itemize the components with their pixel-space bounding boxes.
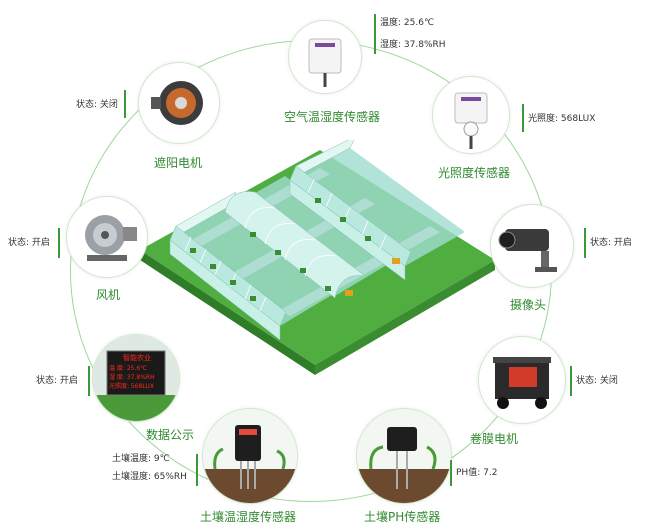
film-motor-label: 卷膜电机 [470, 432, 519, 446]
shade-status-label: 状态: [76, 100, 98, 110]
ph-sensor-node[interactable] [356, 408, 452, 504]
air-humidity-value: 37.8%RH [403, 40, 446, 50]
fan-label: 风机 [96, 288, 121, 302]
soil-sensor-label: 土壤温湿度传感器 [200, 510, 297, 524]
light-sensor-label: 光照度传感器 [438, 166, 511, 180]
light-sensor-node[interactable] [432, 76, 510, 154]
film-motor-node[interactable] [478, 336, 566, 424]
display-status-value: 开启 [59, 376, 78, 386]
fan-status-value: 开启 [31, 238, 50, 248]
display-screen-line1: 温 度: 25.6℃ [109, 365, 147, 372]
soil-temp-label: 土壤温度: [112, 454, 152, 464]
display-screen-line2: 湿 度: 37.8%RH [109, 374, 155, 381]
lux-value: 568LUX [560, 114, 596, 124]
shade-motor-label: 遮阳电机 [154, 156, 203, 170]
display-status-label: 状态: [36, 376, 58, 386]
ph-value: 7.2 [483, 468, 498, 478]
ph-label: PH值: [456, 468, 481, 478]
film-status-label: 状态: [576, 376, 598, 386]
fan-node[interactable] [66, 196, 148, 278]
camera-node[interactable] [490, 204, 574, 288]
air-sensor-node[interactable] [288, 20, 362, 94]
soil-humidity-value: 65%RH [153, 472, 187, 482]
camera-status-label: 状态: [590, 238, 612, 248]
ph-sensor-label: 土壤PH传感器 [364, 510, 441, 524]
display-node[interactable]: 智能农业 温 度: 25.6℃ 湿 度: 37.8%RH 光照度: 568LUX [92, 334, 180, 422]
soil-temp-value: 9℃ [153, 454, 170, 464]
air-temp-value: 25.6℃ [403, 18, 435, 28]
film-status-value: 关闭 [599, 376, 618, 386]
air-sensor-label: 空气温湿度传感器 [284, 110, 381, 124]
greenhouse-illustration [130, 135, 500, 380]
shade-motor-node[interactable] [138, 62, 220, 144]
camera-label: 摄像头 [510, 298, 547, 312]
display-screen-line3: 光照度: 568LUX [109, 383, 154, 390]
lux-label: 光照度: [528, 114, 559, 124]
fan-status-label: 状态: [8, 238, 30, 248]
air-humidity-label: 湿度: [380, 40, 402, 50]
camera-status-value: 开启 [613, 238, 632, 248]
shade-status-value: 关闭 [99, 100, 118, 110]
soil-humidity-label: 土壤湿度: [112, 472, 152, 482]
display-label: 数据公示 [146, 428, 195, 442]
display-screen-title: 智能农业 [123, 354, 151, 362]
soil-sensor-node[interactable] [202, 408, 298, 504]
air-temp-label: 温度: [380, 18, 402, 28]
